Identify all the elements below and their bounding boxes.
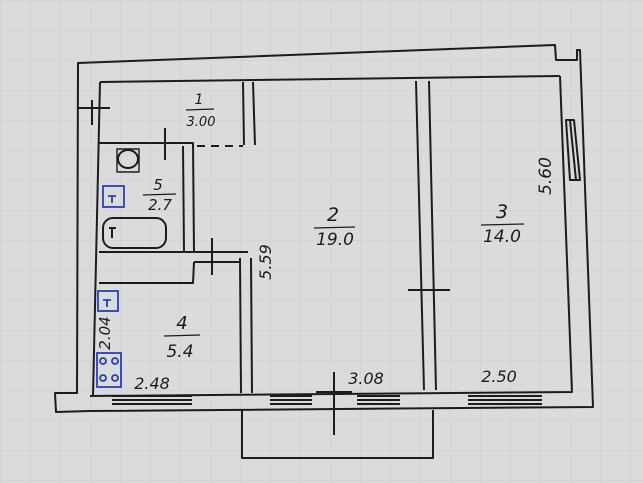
room-1-area: 3.00 (187, 115, 216, 130)
corridor-wall (99, 251, 248, 284)
partition-room2-room3 (415, 80, 437, 391)
room-5-divider (142, 193, 177, 196)
outer-wall-inner-right (89, 75, 573, 397)
stove (96, 352, 122, 388)
window-middle-b (357, 395, 400, 405)
room-2-number: 2 (327, 204, 339, 226)
balcony-door-mark (316, 372, 352, 435)
stove-burner-2 (111, 357, 119, 365)
dimension-right-height: 5.60 (536, 157, 556, 195)
partition-room4-right (239, 257, 253, 394)
room-4-area: 5.4 (166, 342, 193, 362)
room-4-number: 4 (176, 313, 187, 334)
window-left (112, 395, 192, 405)
bathtub (102, 217, 167, 249)
sink-bathroom (102, 185, 125, 208)
room-5-number: 5 (153, 176, 163, 194)
toilet-bowl (117, 149, 139, 169)
stove-burner-3 (99, 374, 107, 382)
room-3-area: 14.0 (483, 227, 521, 247)
balcony (241, 410, 434, 459)
bathroom-wall (98, 142, 195, 253)
stove-burner-1 (99, 357, 107, 365)
room-1-divider (185, 108, 215, 111)
toilet-tank (116, 148, 140, 173)
room-5-area: 2.7 (148, 196, 172, 214)
dimension-middle-height: 5.59 (256, 244, 275, 280)
dimension-bottom-left: 2.48 (134, 374, 170, 393)
outer-wall-outline (54, 44, 594, 413)
partition-room1-top (242, 81, 256, 146)
dimension-bottom-right: 2.50 (481, 367, 517, 386)
window-right (468, 395, 542, 405)
sink-kitchen (97, 290, 119, 312)
outer-wall-inner-top (99, 75, 561, 83)
room-3-divider (480, 223, 525, 226)
window-right-wall (565, 119, 581, 181)
outer-wall-inner-left (92, 81, 101, 397)
room-2-area: 19.0 (316, 230, 354, 250)
door-mark-entrance (78, 100, 110, 125)
dimension-bottom-middle: 3.08 (348, 369, 384, 388)
sink-bathroom-tap (108, 195, 116, 203)
bathtub-tap (109, 227, 116, 238)
room-3-number: 3 (496, 201, 508, 223)
stove-burner-4 (111, 374, 119, 382)
dimension-left-height: 2.04 (96, 316, 114, 349)
room-4-divider (163, 334, 201, 337)
window-middle-a (270, 395, 312, 405)
sink-kitchen-tap (103, 299, 111, 307)
room-2-divider (313, 226, 356, 229)
room-1-number: 1 (195, 92, 204, 108)
